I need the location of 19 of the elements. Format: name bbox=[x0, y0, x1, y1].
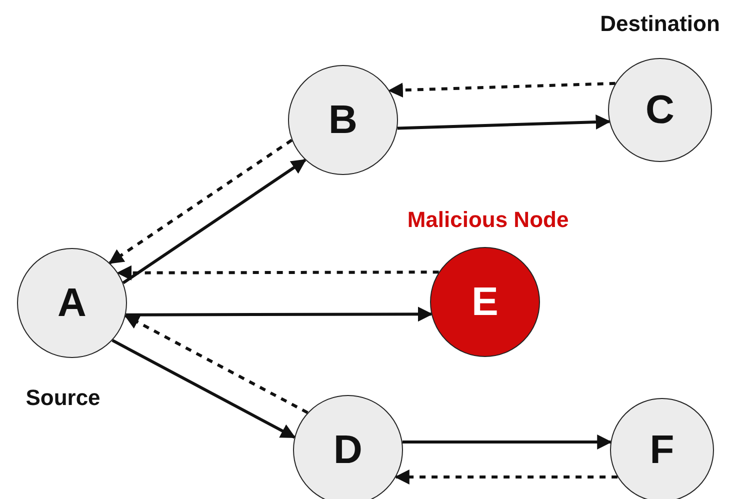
node-label: B bbox=[328, 100, 358, 140]
arrow bbox=[112, 339, 296, 439]
node-label: A bbox=[58, 283, 86, 323]
node-caption: Malicious Node bbox=[407, 207, 569, 233]
arrow bbox=[116, 265, 439, 280]
node-caption: Source bbox=[26, 385, 100, 411]
node-caption: Destination bbox=[600, 11, 720, 37]
arrow bbox=[122, 158, 306, 284]
arrow bbox=[388, 82, 616, 98]
arrow bbox=[108, 138, 293, 264]
arrow bbox=[126, 306, 433, 322]
arrow bbox=[397, 114, 611, 130]
arrow bbox=[394, 470, 618, 484]
node-label: F bbox=[650, 430, 674, 470]
node-label: E bbox=[472, 282, 498, 322]
node-label: C bbox=[646, 90, 674, 130]
arrow bbox=[402, 434, 612, 450]
node-label: D bbox=[334, 430, 362, 470]
arrow bbox=[124, 314, 308, 414]
